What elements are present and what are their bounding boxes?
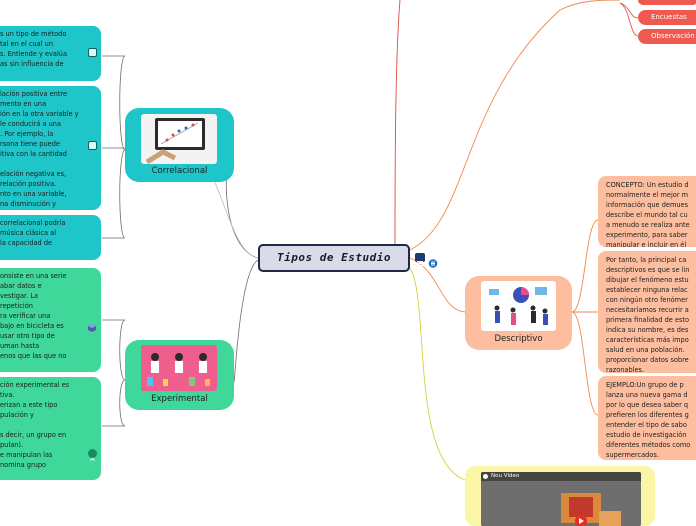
topic-label: Observación — [651, 32, 695, 40]
note-text: lación positiva entre mento en una ión e… — [0, 90, 79, 208]
video-thumbnail — [481, 481, 641, 526]
topic-encuestas[interactable]: Encuestas — [638, 10, 696, 25]
edit-note-icon[interactable] — [88, 141, 97, 150]
note-correlacional-2[interactable]: lación positiva entre mento en una ión e… — [0, 86, 101, 210]
note-correlacional-3[interactable]: correlacional podría música clásica al l… — [0, 215, 101, 260]
note-text: ción experimental es tiva. erizan a este… — [0, 381, 70, 469]
note-experimental-1[interactable]: onsiste en una serie abar datos e vestig… — [0, 268, 101, 372]
note-descriptivo-2[interactable]: Por tanto, la principal ca descriptivos … — [598, 251, 696, 373]
video-title: Nou Vídeo — [491, 473, 520, 479]
note-text: EJEMPLO:Un grupo de p lanza una nueva ga… — [606, 381, 691, 459]
notes-icon[interactable] — [415, 253, 425, 266]
note-descriptivo-3[interactable]: EJEMPLO:Un grupo de p lanza una nueva ga… — [598, 376, 696, 460]
video-title-bar: Nou Vídeo — [481, 472, 641, 481]
note-text: onsiste en una serie abar datos e vestig… — [0, 272, 67, 360]
note-correlacional-1[interactable]: s un tipo de método tal en el cual un s.… — [0, 26, 101, 81]
topic-label: Experimental — [151, 394, 208, 404]
experimental-image — [141, 345, 217, 391]
central-topic[interactable]: Tipos de Estudio — [258, 244, 410, 272]
cube-icon[interactable] — [87, 318, 97, 332]
video-channel-icon — [483, 474, 488, 479]
video-player[interactable]: Nou Vídeo — [481, 472, 641, 526]
topic-observacion[interactable]: Observación — [638, 29, 696, 44]
topic-descriptivo[interactable]: Descriptivo — [465, 276, 572, 350]
note-descriptivo-1[interactable]: CONCEPTO: Un estudio d normalmente el me… — [598, 176, 696, 247]
note-text: Por tanto, la principal ca descriptivos … — [606, 256, 690, 373]
expand-icon[interactable] — [88, 449, 97, 461]
note-text: correlacional podría música clásica al l… — [0, 219, 66, 247]
central-title: Tipos de Estudio — [277, 251, 391, 264]
correlacional-image — [141, 114, 217, 164]
topic-label: Correlacional — [151, 166, 208, 176]
topic-correlacional[interactable]: Correlacional — [125, 108, 234, 182]
topic-label: Descriptivo — [494, 334, 543, 344]
topic-video[interactable]: Nou Vídeo — [465, 466, 655, 526]
topic-partial-top[interactable] — [638, 0, 696, 5]
note-text: s un tipo de método tal en el cual un s.… — [0, 30, 68, 68]
edit-note-icon[interactable] — [88, 48, 97, 57]
topic-label: Encuestas — [651, 13, 687, 21]
note-experimental-2[interactable]: ción experimental es tiva. erizan a este… — [0, 377, 101, 480]
topic-experimental[interactable]: Experimental — [125, 340, 234, 410]
link-icon[interactable] — [428, 253, 438, 268]
descriptivo-image — [481, 281, 556, 331]
note-text: CONCEPTO: Un estudio d normalmente el me… — [606, 181, 690, 247]
